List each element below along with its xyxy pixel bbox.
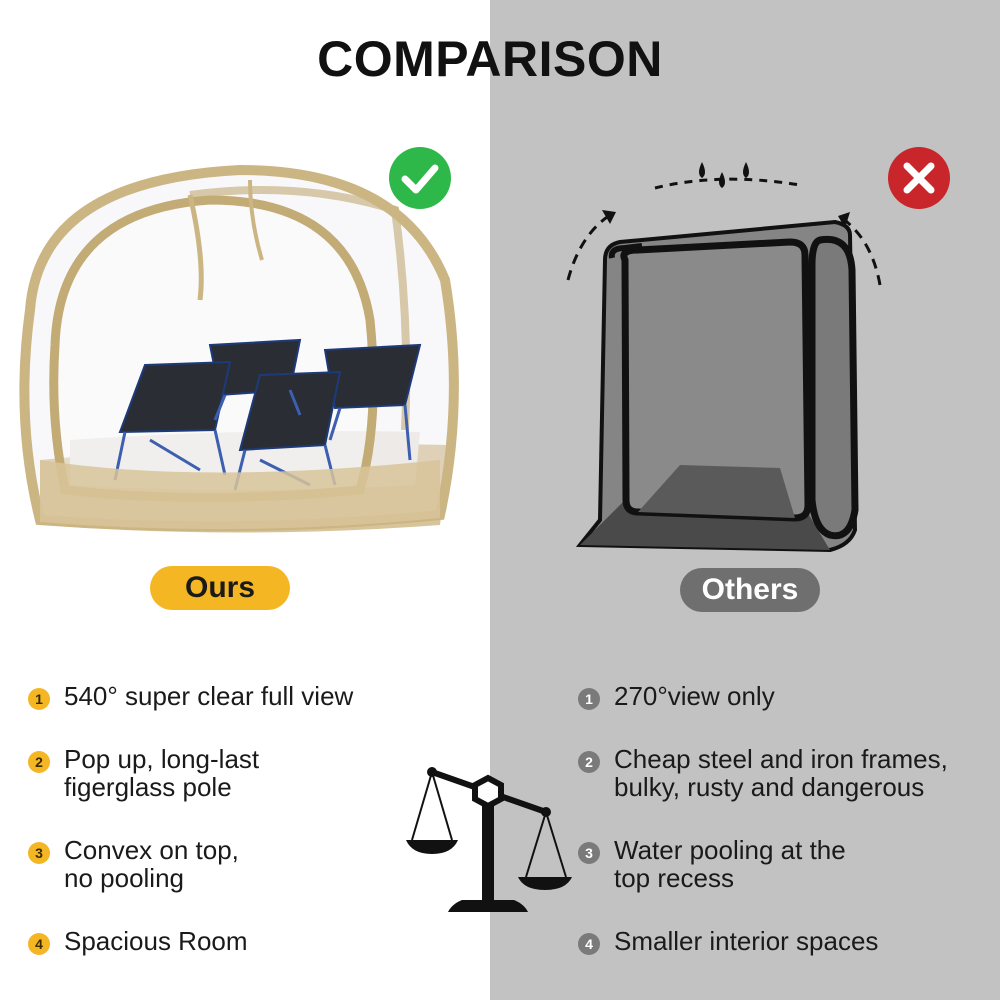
number-badge: 1: [578, 688, 600, 710]
feature-text: Water pooling at the top recess: [614, 835, 846, 893]
ours-feature-list: 1 540° super clear full view 2 Pop up, l…: [28, 682, 468, 982]
list-item: 1 540° super clear full view: [28, 682, 353, 710]
list-item: 3 Water pooling at the top recess: [578, 836, 846, 892]
ours-badge: Ours: [150, 566, 290, 610]
balance-scale-icon: [406, 767, 572, 912]
feature-text: Spacious Room: [64, 926, 248, 956]
x-circle-icon: [888, 147, 950, 209]
check-circle-icon: [389, 147, 451, 209]
ours-tent-image: [19, 164, 459, 533]
number-badge: 3: [578, 842, 600, 864]
number-badge: 2: [578, 751, 600, 773]
number-badge: 4: [578, 933, 600, 955]
feature-text: Pop up, long-last figerglass pole: [64, 744, 260, 802]
number-badge: 2: [28, 751, 50, 773]
page-title: COMPARISON: [317, 31, 663, 87]
list-item: 4 Spacious Room: [28, 927, 248, 955]
number-badge: 4: [28, 933, 50, 955]
list-item: 1 270°view only: [578, 682, 775, 710]
feature-text: 270°view only: [614, 681, 775, 711]
feature-text: Smaller interior spaces: [614, 926, 879, 956]
number-badge: 1: [28, 688, 50, 710]
list-item: 4 Smaller interior spaces: [578, 927, 878, 955]
others-feature-list: 1 270°view only 2 Cheap steel and iron f…: [578, 682, 988, 982]
list-item: 2 Cheap steel and iron frames, bulky, ru…: [578, 745, 948, 801]
others-tent-image: [566, 162, 882, 553]
feature-text: Convex on top, no pooling: [64, 835, 239, 893]
feature-text: 540° super clear full view: [64, 681, 354, 711]
list-item: 2 Pop up, long-last figerglass pole: [28, 745, 259, 801]
others-badge: Others: [680, 568, 820, 612]
number-badge: 3: [28, 842, 50, 864]
list-item: 3 Convex on top, no pooling: [28, 836, 239, 892]
feature-text: Cheap steel and iron frames, bulky, rust…: [614, 744, 948, 802]
